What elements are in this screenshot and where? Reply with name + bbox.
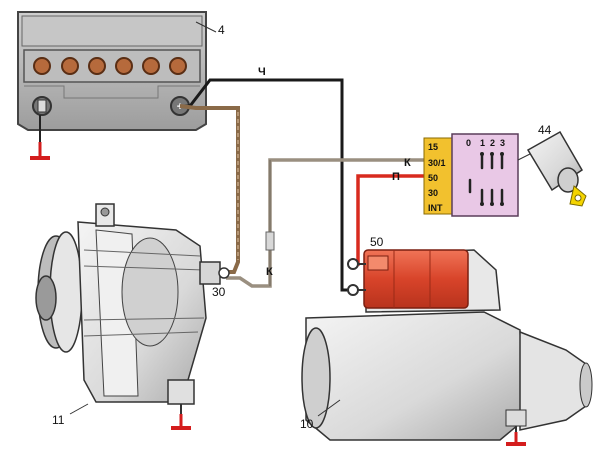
starter-ground [506,426,526,446]
switch-position-2: 2 [490,138,495,148]
battery-negative-terminal [32,96,52,116]
alternator-terminal-30-label: 30 [212,285,226,299]
battery-ground [30,115,50,160]
battery: + [17,11,217,131]
switch-position-3: 3 [500,138,505,148]
alternator-ground [171,404,191,430]
wire-k-mid-label: К [266,266,273,278]
starter-solenoid [363,249,469,309]
switch-terminal-30: 30 [428,188,438,198]
switch-terminal-30-1: 30/1 [428,158,446,168]
switch-positions: 0 1 2 3 [466,138,505,148]
switch-terminal-15: 15 [428,142,438,152]
wire-ch-label: Ч [258,66,266,78]
wire-k-top-label: К [404,157,411,169]
alternator-label: 11 [52,413,65,427]
battery-label: 4 [218,23,225,37]
alternator [35,203,230,405]
switch-terminal-int: INT [428,203,443,213]
switch-terminals: 15 30/1 50 30 INT [428,142,446,213]
alternator-terminal-30 [199,261,230,285]
starter-terminal-50-label: 50 [370,235,384,249]
ignition-switch: 15 30/1 50 30 INT 0 1 2 3 [423,133,539,217]
switch-position-0: 0 [466,138,471,148]
ignition-switch-label: 44 [538,123,552,137]
starter-terminal-30 [347,284,366,296]
switch-terminal-50: 50 [428,173,438,183]
starter-label: 10 [300,417,314,431]
switch-position-1: 1 [480,138,485,148]
starter [301,249,593,441]
starter-terminal-50 [347,258,366,270]
battery-cell-caps [33,57,187,75]
wire-p-label: П [392,171,400,183]
inline-connector [265,231,275,251]
ignition-switch-barrel [526,130,587,207]
switch-contact-bars [468,152,504,206]
